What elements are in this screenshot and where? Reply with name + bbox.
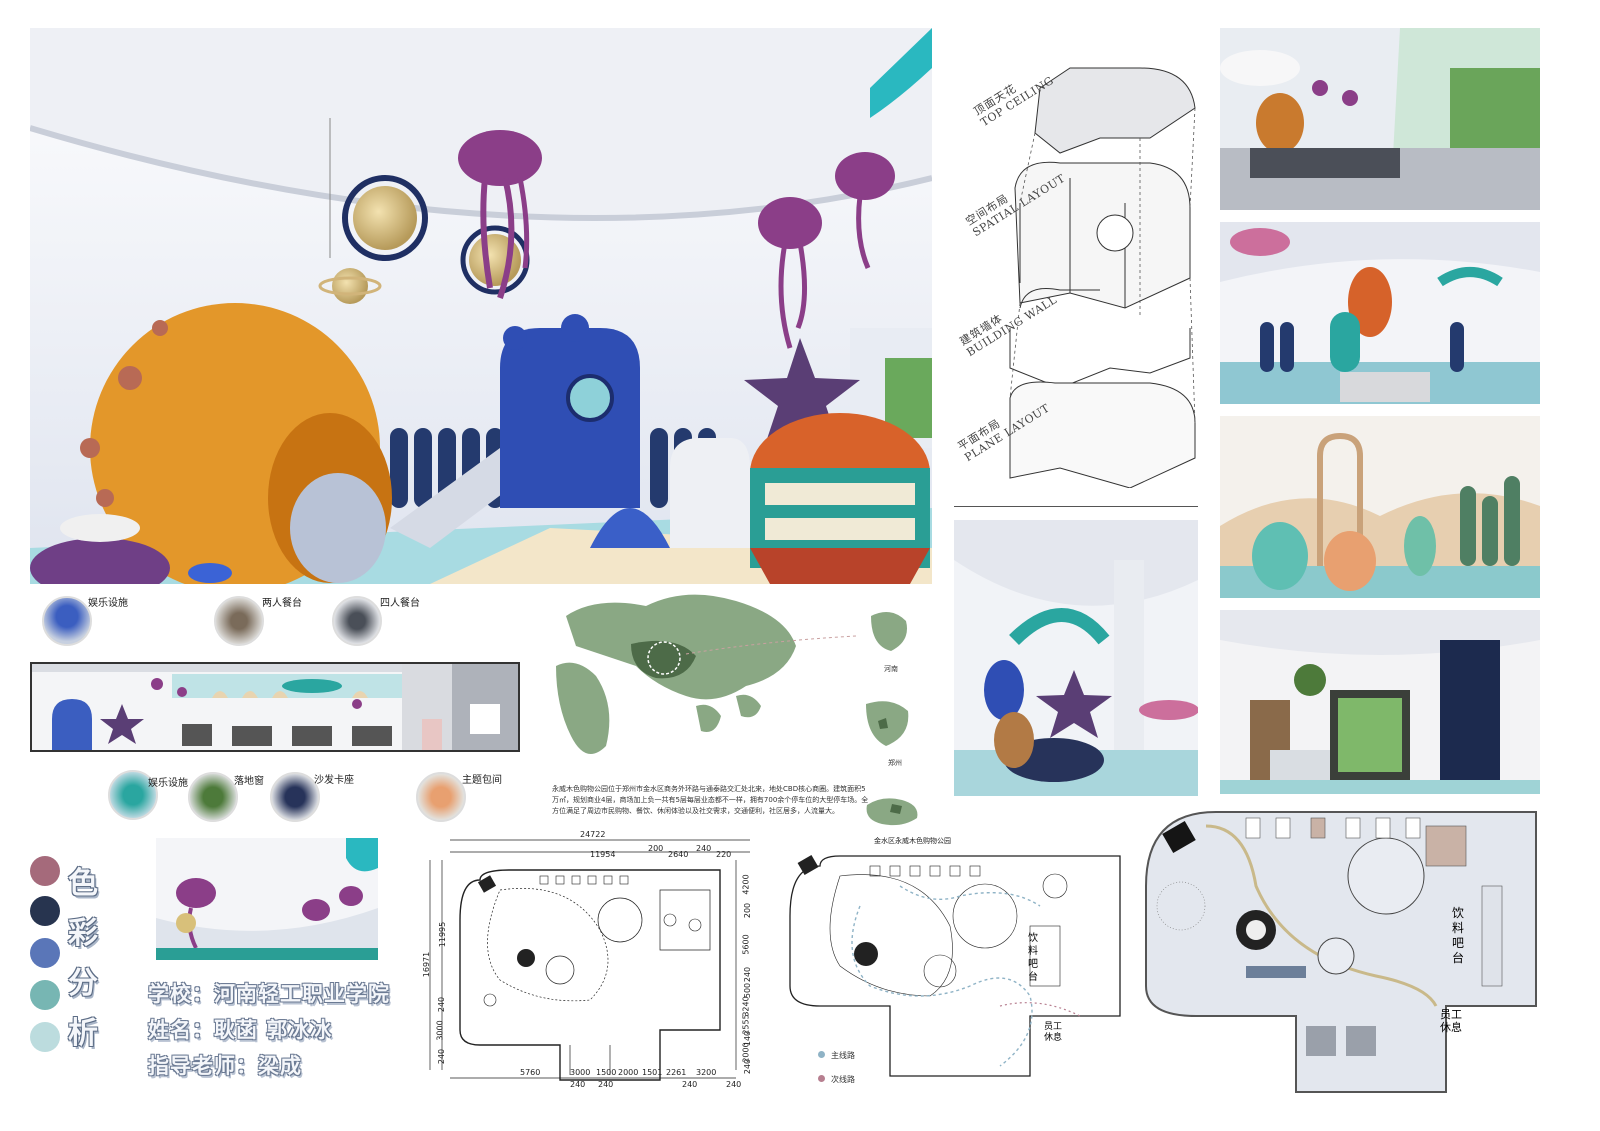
hero-render	[30, 28, 932, 584]
dim-top: 220	[716, 850, 732, 859]
dim-bottom: 3200	[696, 1068, 717, 1077]
dim-right: 5600	[741, 934, 751, 955]
callout-label: 落地窗	[234, 776, 264, 787]
dim-top: 200	[648, 844, 664, 853]
callout-label: 两人餐台	[262, 598, 302, 609]
color-analysis-char: 分	[68, 966, 98, 1001]
legend-secondary-label: 次线路	[831, 1075, 855, 1084]
color-swatch	[30, 1022, 60, 1052]
legend-secondary-dot	[818, 1075, 825, 1082]
render-dining-window	[1220, 28, 1540, 210]
location-map: 河南 郑州	[536, 586, 936, 782]
dim-bottom: 1501	[642, 1068, 663, 1077]
dim-bottom: 2000	[618, 1068, 639, 1077]
dim-left: 240	[437, 996, 447, 1013]
zhengzhou-district-map	[862, 790, 922, 830]
plan-label-staff-rest-large: 员工 休息	[1440, 1008, 1462, 1034]
callout-label: 娱乐设施	[88, 598, 128, 609]
dim-top-total: 24722	[580, 830, 606, 839]
color-analysis-char: 彩	[68, 916, 98, 951]
dim-bottom: 3000	[570, 1068, 591, 1077]
color-analysis-thumbnail	[156, 838, 378, 960]
dim-right: 200	[743, 902, 753, 919]
color-swatch	[30, 938, 60, 968]
plan-label-drink-bar: 饮 料 吧 台	[1028, 933, 1038, 983]
dim-bottom-small: 240	[598, 1080, 614, 1089]
callout-label: 沙发卡座	[314, 775, 354, 786]
callout-bubble-sofa	[270, 772, 320, 822]
color-swatch	[30, 856, 60, 886]
dim-right: 240	[743, 1058, 753, 1075]
color-swatch	[30, 896, 60, 926]
dim-bottom-small: 240	[570, 1080, 586, 1089]
credit-school: 学校：河南轻工职业学院	[148, 982, 390, 1006]
axonometric-diagram	[1009, 67, 1196, 488]
dim-left: 16971	[422, 951, 432, 978]
province-label-henan: 河南	[884, 665, 898, 673]
plan-label-staff-rest: 员工 休息	[1044, 1022, 1063, 1043]
legend-secondary-route: 次线路	[818, 1074, 855, 1085]
callout-bubble-four-seat	[332, 596, 382, 646]
callout-bubble-play	[42, 596, 92, 646]
callout-bubble-theme-room	[416, 772, 466, 822]
render-lounge	[954, 520, 1198, 796]
render-bar-area	[1220, 222, 1540, 404]
dim-bottom-small: 240	[726, 1080, 742, 1089]
dim-bottom: 1500	[596, 1068, 617, 1077]
dim-right: 4200	[741, 874, 751, 895]
legend-primary-label: 主线路	[831, 1051, 855, 1060]
dim-top: 240	[696, 844, 712, 853]
callout-bubble-play-2	[108, 770, 158, 820]
dim-bottom-small: 240	[682, 1080, 698, 1089]
location-description: 永威木色购物公园位于郑州市金水区商务外环路与通泰路交汇处北来，地处CBD核心商圈…	[552, 785, 869, 815]
callout-label: 娱乐设施	[148, 778, 188, 789]
render-entrance	[1220, 610, 1540, 794]
exploded-axonometric: 顶面天花 TOP CEILING 空间布局 SPATIAL LAYOUT 建筑墙…	[950, 28, 1200, 488]
floor-plan-circulation: 饮 料 吧 台 员工 休息	[780, 846, 1125, 1086]
province-label-zhengzhou: 郑州	[888, 759, 902, 767]
callout-label: 四人餐台	[380, 598, 420, 609]
legend-primary-dot	[818, 1051, 825, 1058]
dim-top: 11954	[590, 850, 616, 859]
floor-plan-dimensioned: 24722 11954 200 2640 240 220 16971 11995…	[420, 830, 760, 1090]
hero-render-illustration	[30, 28, 932, 584]
dim-bottom: 2261	[666, 1068, 687, 1077]
axonometric-divider	[954, 506, 1198, 507]
callout-label: 主题包间	[462, 775, 502, 786]
credit-advisor: 指导老师：梁成	[148, 1054, 302, 1078]
section-elevation	[30, 662, 520, 752]
dim-left: 240	[437, 1048, 447, 1065]
color-analysis-char: 析	[68, 1016, 98, 1051]
dim-left: 11995	[438, 921, 448, 948]
dim-top: 2640	[668, 850, 689, 859]
plan-label-drink-bar-large: 饮 料 吧 台	[1452, 906, 1465, 965]
color-swatch	[30, 980, 60, 1010]
color-analysis-char: 色	[68, 866, 98, 901]
floor-plan-colored: 饮 料 吧 台 员工 休息	[1136, 806, 1542, 1096]
credit-names: 姓名：耿菡 郭冰冰	[148, 1018, 333, 1042]
dim-left: 3000	[435, 1020, 445, 1041]
plan-title: 金水区永威木色购物公园	[874, 837, 951, 845]
legend-primary-route: 主线路	[818, 1050, 855, 1061]
callout-bubble-window	[188, 772, 238, 822]
dim-right: 240	[743, 966, 753, 983]
render-egg-room	[1220, 416, 1540, 598]
callout-bubble-two-seat	[214, 596, 264, 646]
dim-bottom: 5760	[520, 1068, 541, 1077]
